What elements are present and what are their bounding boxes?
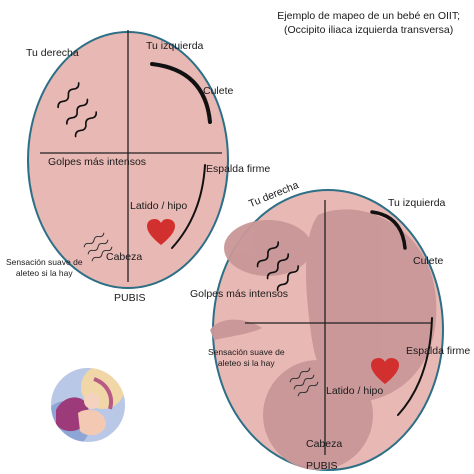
label-golpes-right: Golpes más intensos (190, 288, 289, 300)
belly-diagram-left (27, 30, 229, 289)
culete-arc-right (370, 210, 407, 250)
label-sensacion-right-line-2: aleteo si la hay (217, 357, 275, 368)
label-golpes: Golpes más intensos (48, 156, 147, 168)
label-sensacion-right-line-1: Sensación suave de (208, 347, 285, 357)
label-espalda-right: Espalda firme (406, 345, 471, 357)
label-tu-derecha: Tu derecha (26, 47, 79, 59)
wavy-lines-icon (289, 367, 319, 397)
label-latido: Latido / hipo (130, 200, 188, 212)
title-line-1: Ejemplo de mapeo de un bebé en OIIT; (277, 10, 460, 22)
back-arc-right (397, 317, 433, 416)
label-tu-izquierda: Tu izquierda (146, 40, 204, 52)
label-sensacion: Sensación suave de aleteo si la hay (6, 257, 83, 278)
back-arc-left (171, 164, 206, 249)
label-pubis: PUBIS (114, 292, 146, 304)
wavy-lines-icon (57, 82, 97, 138)
label-culete: Culete (203, 85, 234, 97)
label-culete-right: Culete (413, 255, 444, 267)
belly-diagram-right (210, 189, 444, 471)
culete-arc-left (150, 62, 212, 124)
mothers-logo-icon (49, 366, 127, 444)
label-latido-right: Latido / hipo (326, 385, 384, 397)
label-sensacion-line-1: Sensación suave de (6, 257, 83, 267)
label-sensacion-line-2: aleteo si la hay (15, 267, 73, 278)
heart-icon (371, 358, 399, 384)
label-tu-izquierda-right: Tu izquierda (388, 197, 446, 209)
diagram-title: Ejemplo de mapeo de un bebé en OIIT; (Oc… (277, 10, 460, 37)
wavy-lines-icon (256, 241, 299, 292)
label-espalda: Espalda firme (206, 163, 271, 175)
label-cabeza: Cabeza (106, 251, 143, 263)
label-pubis-right: PUBIS (306, 460, 338, 472)
heart-icon (147, 219, 175, 245)
wavy-lines-icon (83, 232, 113, 262)
label-cabeza-right: Cabeza (306, 438, 343, 450)
label-sensacion-right: Sensación suave de aleteo si la hay (208, 347, 285, 368)
title-line-2: (Occipito iliaca izquierda transversa) (284, 23, 454, 36)
baby-silhouette (210, 209, 437, 470)
